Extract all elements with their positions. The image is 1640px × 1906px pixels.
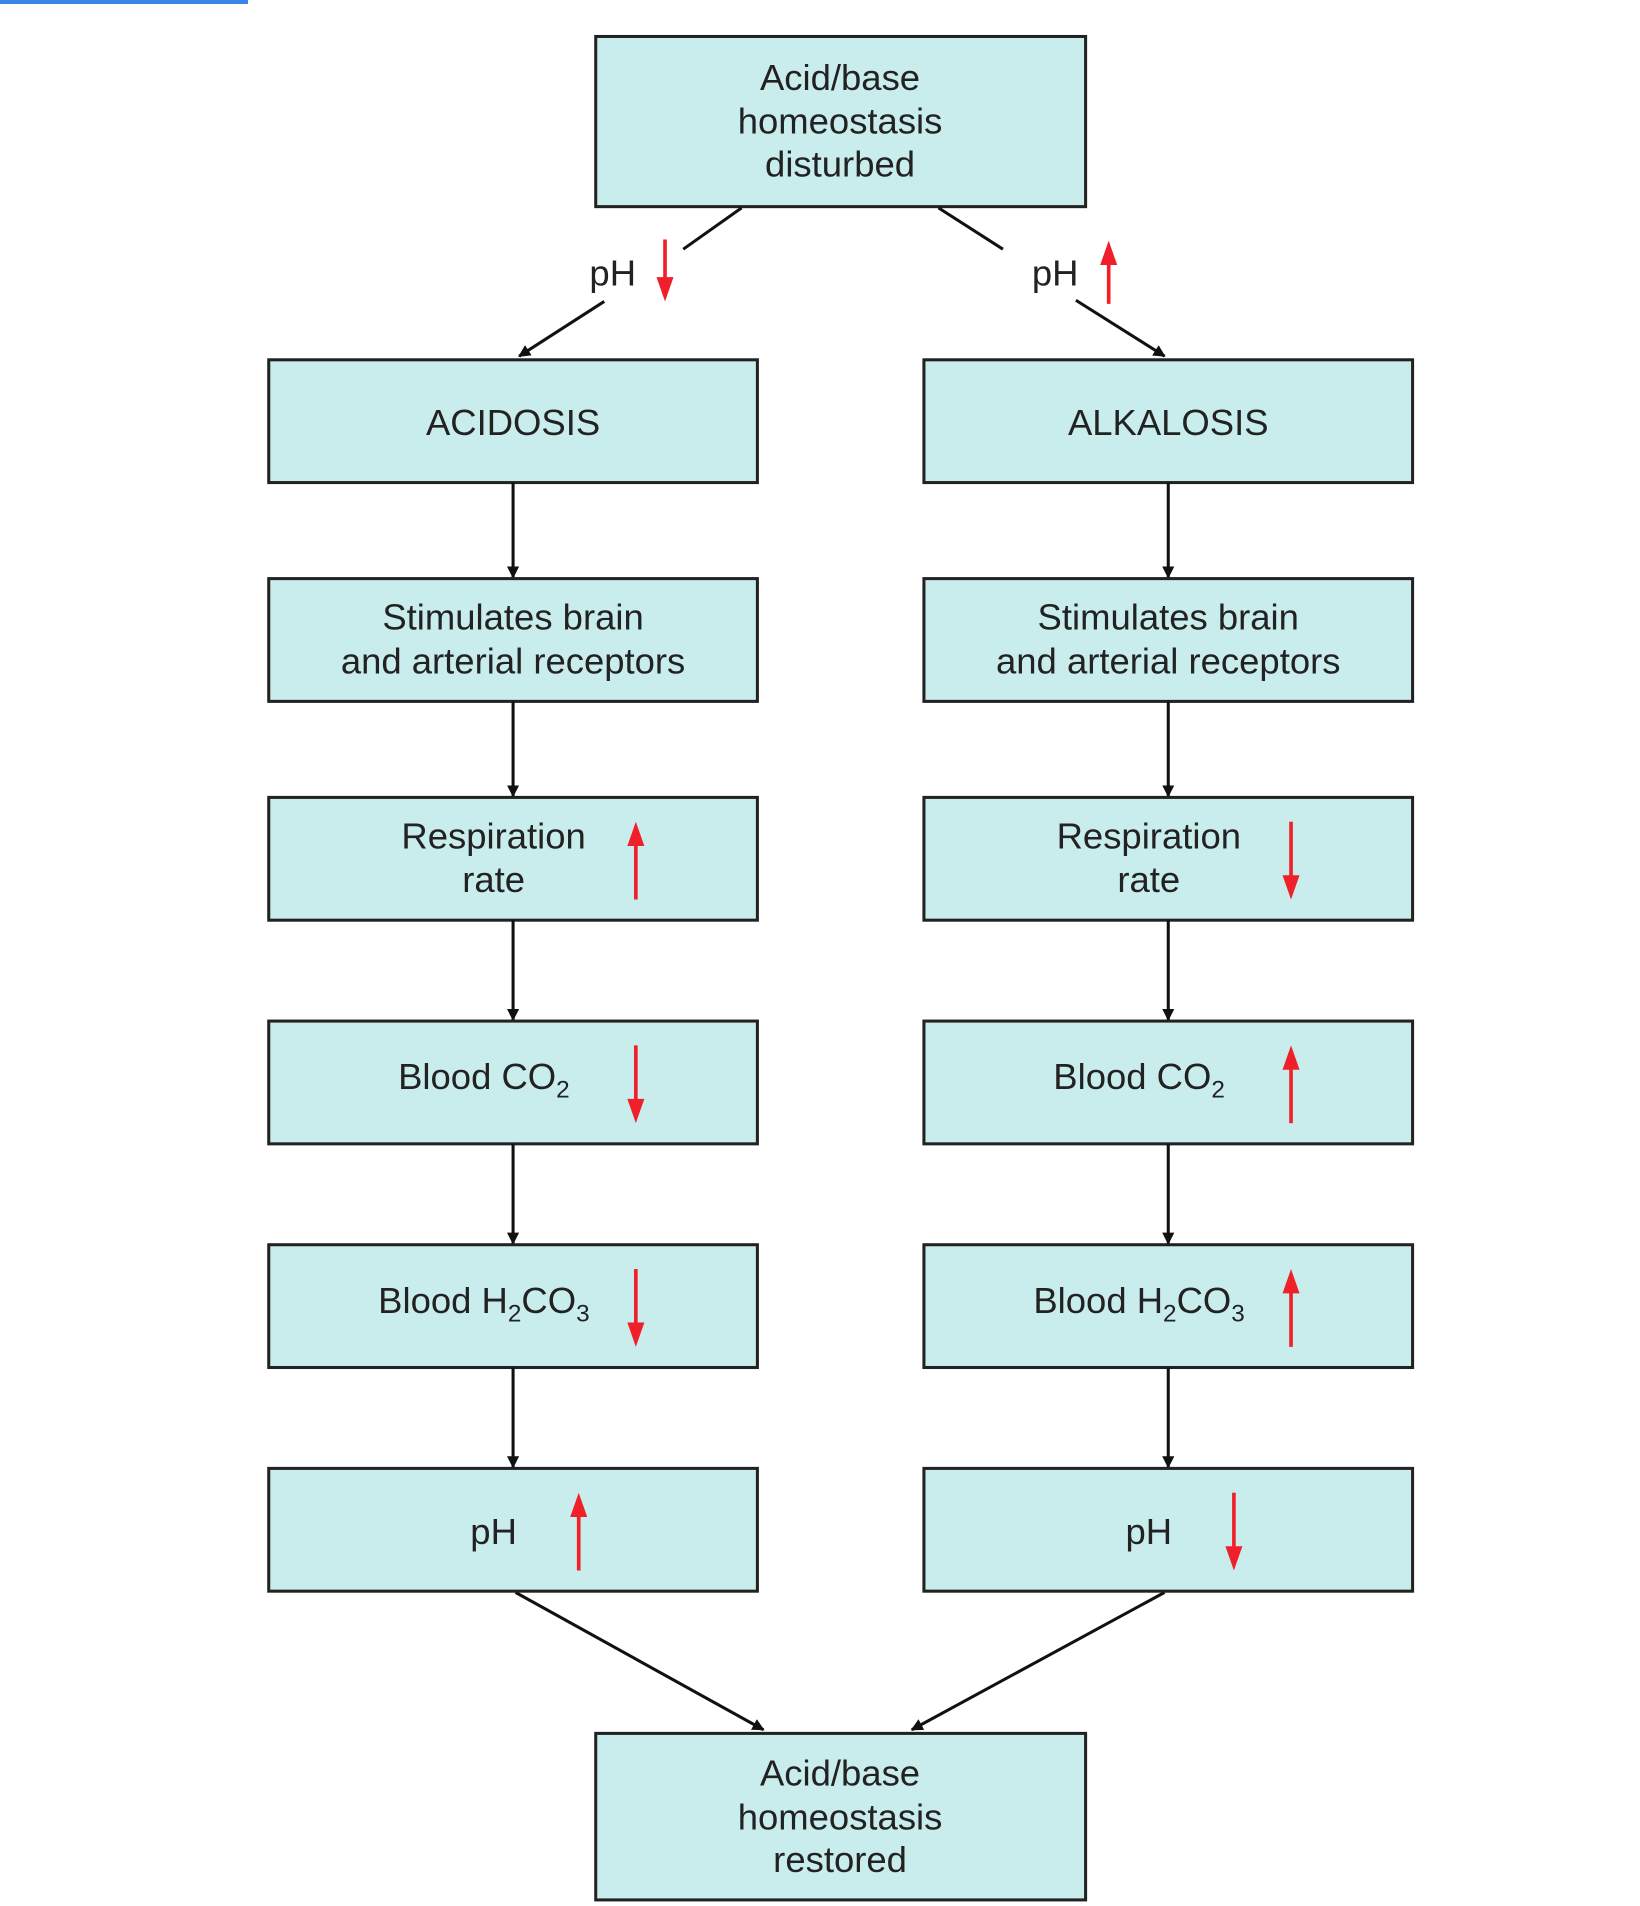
- decrease-arrow-icon: [627, 1269, 645, 1347]
- connector-arrow: [518, 300, 606, 358]
- flow-box: Blood CO2: [922, 1019, 1415, 1146]
- box-text-formula: Blood CO2: [398, 1056, 570, 1104]
- box-text-line: Stimulates brain: [1038, 597, 1299, 638]
- box-text-line: Stimulates brain: [382, 597, 643, 638]
- box-text-line: Acid/base: [760, 1753, 920, 1794]
- top-accent-line: [0, 0, 248, 4]
- box-text-line: Respiration: [401, 815, 585, 856]
- flow-box: ACIDOSIS: [267, 358, 759, 485]
- entry-ph-label-left: pH: [589, 253, 636, 294]
- flow-box: Blood H2CO3: [922, 1243, 1415, 1370]
- increase-arrow-icon: [570, 1492, 588, 1571]
- entry-ph-label-right: pH: [1032, 253, 1079, 294]
- box-text-line: restored: [773, 1839, 907, 1880]
- box-text-line: pH: [470, 1511, 517, 1552]
- decrease-arrow-icon: [627, 1045, 645, 1124]
- box-text-line: ACIDOSIS: [426, 402, 600, 443]
- box-text-line: disturbed: [765, 143, 915, 184]
- flow-box: ALKALOSIS: [922, 358, 1415, 485]
- flow-box: Blood H2CO3: [267, 1243, 759, 1370]
- box-text-line: pH: [1126, 1511, 1173, 1552]
- box-text-formula: Blood H2CO3: [1033, 1280, 1244, 1328]
- box-text-line: homeostasis: [738, 101, 943, 142]
- increase-arrow-icon: [1282, 1045, 1300, 1124]
- connector-arrow: [514, 1591, 765, 1732]
- box-text-line: and arterial receptors: [996, 640, 1340, 681]
- box-text-formula: Blood CO2: [1053, 1056, 1225, 1104]
- flow-box: Blood CO2: [267, 1019, 759, 1146]
- connector-arrow: [1075, 298, 1166, 358]
- box-homeostasis-disturbed: Acid/base homeostasis disturbed: [594, 34, 1088, 209]
- increase-arrow-icon: [1282, 1269, 1300, 1347]
- box-text-line: rate: [462, 859, 525, 900]
- ph-down-arrow-icon: [656, 239, 674, 302]
- box-text-line: and arterial receptors: [341, 640, 685, 681]
- connector-arrow: [910, 1591, 1166, 1732]
- flow-box: pH: [922, 1466, 1415, 1593]
- box-text-formula: Blood H2CO3: [378, 1280, 589, 1328]
- connector-line: [682, 206, 743, 251]
- decrease-arrow-icon: [1225, 1492, 1243, 1571]
- box-text-line: Acid/base: [760, 57, 920, 98]
- box-text-line: homeostasis: [738, 1796, 943, 1837]
- ph-up-arrow-icon: [1100, 240, 1118, 304]
- box-text-line: ALKALOSIS: [1068, 402, 1269, 443]
- connector-line: [937, 206, 1004, 251]
- flow-box: pH: [267, 1466, 759, 1593]
- decrease-arrow-icon: [1282, 821, 1300, 900]
- box-text-line: Respiration: [1057, 815, 1241, 856]
- increase-arrow-icon: [627, 821, 645, 900]
- box-text-line: rate: [1117, 859, 1180, 900]
- box-homeostasis-restored: Acid/base homeostasis restored: [594, 1731, 1088, 1902]
